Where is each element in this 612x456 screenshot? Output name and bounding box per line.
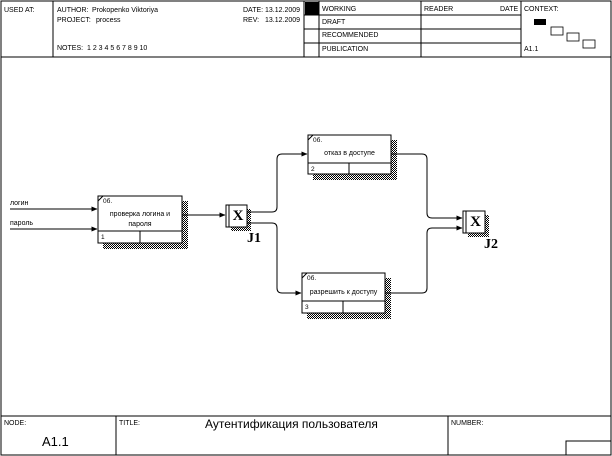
box-2-number: 2	[311, 166, 315, 173]
arrow-j1-to-box3[interactable]	[247, 222, 302, 296]
notes-label: NOTES:	[57, 45, 84, 52]
arrow-box3-to-j2[interactable]	[385, 225, 463, 294]
rev-label: REV:	[243, 17, 260, 24]
box-3-title: разрешить к доступу	[309, 289, 378, 296]
box-1-number: 1	[101, 234, 105, 241]
header-grid	[1, 1, 611, 58]
working-status-marker	[305, 2, 319, 15]
number-label: NUMBER:	[451, 420, 484, 427]
box-2-title: отказ в доступе	[324, 150, 375, 157]
input-label-login: логин	[10, 200, 29, 207]
date-label: DATE:	[243, 7, 264, 14]
project-label: PROJECT:	[57, 17, 91, 24]
junction-j1[interactable]	[225, 204, 251, 231]
status-draft: DRAFT	[322, 19, 346, 26]
arrow-j1-to-box2[interactable]	[247, 151, 308, 213]
input-label-password: пароль	[10, 220, 34, 227]
arrow-box2-to-j2[interactable]	[391, 153, 463, 221]
reader-date-label: DATE	[500, 6, 519, 13]
context-label: CONTEXT:	[524, 6, 559, 13]
footer-grid	[1, 415, 612, 456]
status-working: WORKING	[322, 6, 357, 13]
reader-label: READER	[424, 6, 454, 13]
project-value: process	[96, 17, 121, 24]
author-value: Prokopenko Viktoriya	[92, 7, 159, 14]
box-3-corner: 0б.	[307, 275, 317, 282]
title-label: TITLE:	[119, 420, 141, 427]
activity-box-2[interactable]	[307, 134, 397, 180]
context-thumbnail	[534, 19, 596, 49]
box-2-corner: 0б.	[313, 137, 323, 144]
status-publication: PUBLICATION	[322, 46, 369, 53]
box-1-corner: 0б.	[103, 198, 113, 205]
junction-j1-symbol: X	[232, 208, 244, 224]
box-1-title: проверка логина и пароля	[109, 211, 171, 228]
date-value: 13.12.2009	[265, 7, 301, 14]
status-recommended: RECOMMENDED	[322, 32, 379, 39]
used-at-label: USED AT:	[4, 7, 35, 14]
junction-j2-label: J2	[484, 237, 498, 252]
box-3-number: 3	[305, 304, 309, 311]
diagram-title: Аутентификация пользователя	[205, 417, 378, 431]
rev-value: 13.12.2009	[265, 17, 301, 24]
notes-value: 1 2 3 4 5 6 7 8 9 10	[87, 45, 148, 52]
junction-j2-symbol: X	[470, 214, 481, 230]
activity-box-1[interactable]	[97, 195, 188, 249]
author-label: AUTHOR:	[57, 7, 89, 14]
junction-j1-label: J1	[247, 231, 261, 246]
junction-j2[interactable]	[462, 210, 489, 237]
node-value: A1.1	[42, 434, 69, 449]
node-label: NODE:	[4, 420, 27, 427]
context-node: A1.1	[524, 46, 539, 53]
activity-box-3[interactable]	[301, 272, 391, 319]
